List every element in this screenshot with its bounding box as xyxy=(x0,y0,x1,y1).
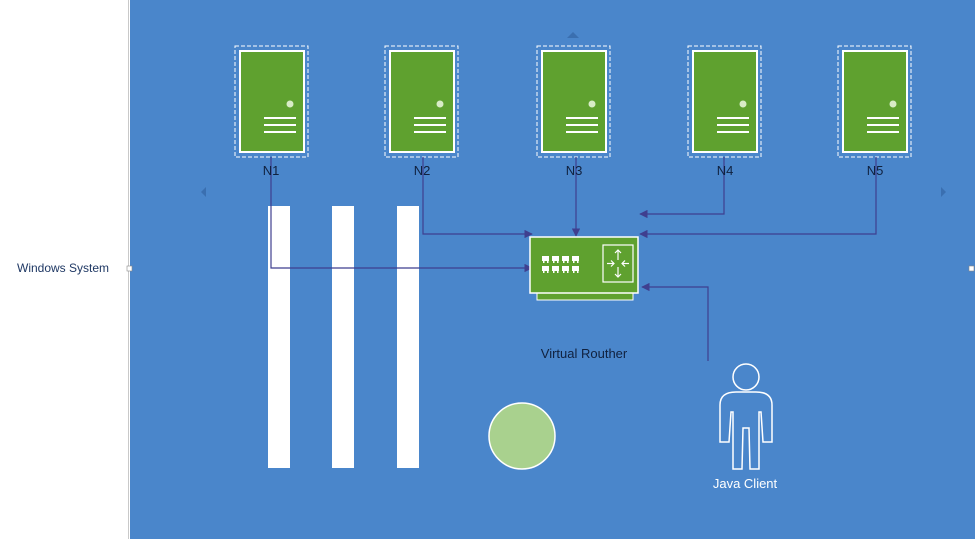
white-bar-1[interactable] xyxy=(268,206,290,468)
green-circle-shape[interactable] xyxy=(488,402,556,470)
connector-n4-router[interactable] xyxy=(639,157,725,219)
person-icon[interactable] xyxy=(719,363,773,470)
router-label: Virtual Routher xyxy=(540,346,628,361)
router-icon[interactable] xyxy=(529,236,639,301)
connector-client-router[interactable] xyxy=(641,282,709,361)
windows-system-label: Windows System xyxy=(17,261,110,275)
white-bar-3[interactable] xyxy=(397,206,419,468)
connector-n5-router[interactable] xyxy=(639,157,877,239)
server-n2[interactable] xyxy=(384,45,459,158)
server-n5[interactable] xyxy=(837,45,912,158)
right-handle[interactable] xyxy=(968,265,975,272)
chevron-right-icon[interactable] xyxy=(941,187,946,197)
node-label-n1: N1 xyxy=(262,163,280,178)
node-label-n3: N3 xyxy=(565,163,583,178)
white-bar-2[interactable] xyxy=(332,206,354,468)
connector-n2-router[interactable] xyxy=(422,157,533,239)
server-n4[interactable] xyxy=(687,45,762,158)
node-label-n2: N2 xyxy=(413,163,431,178)
node-label-n5: N5 xyxy=(866,163,884,178)
chevron-left-icon[interactable] xyxy=(201,187,206,197)
left-handle[interactable] xyxy=(126,265,133,272)
server-n1[interactable] xyxy=(234,45,309,158)
client-label: Java Client xyxy=(712,476,778,491)
connector-n1-router[interactable] xyxy=(270,157,533,273)
node-label-n4: N4 xyxy=(716,163,734,178)
chevron-up-icon[interactable] xyxy=(567,32,579,38)
server-n3[interactable] xyxy=(536,45,611,158)
